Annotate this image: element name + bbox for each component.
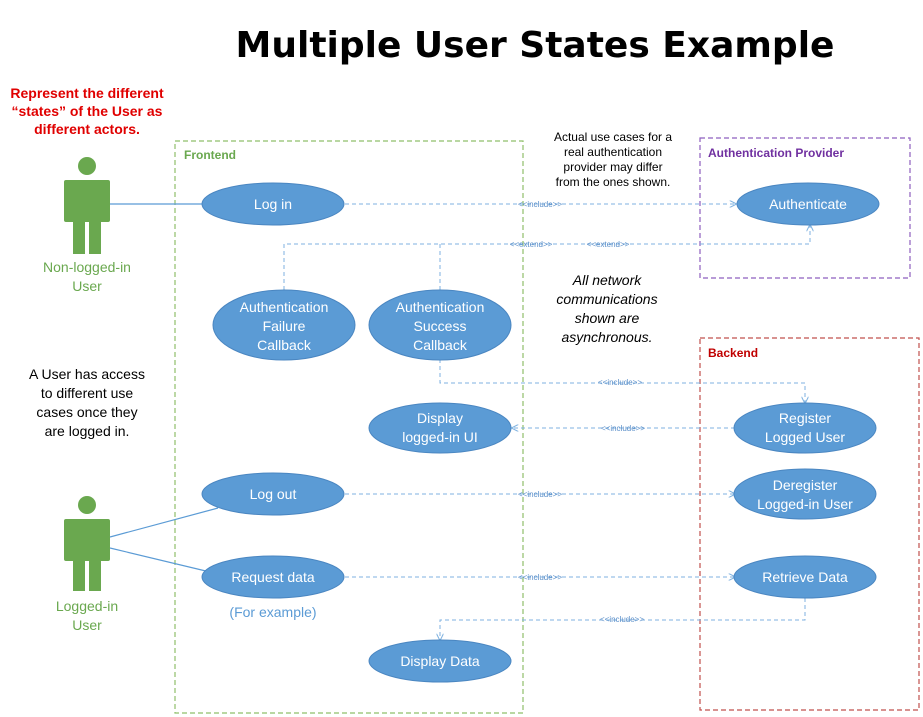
auth-provider-label: Authentication Provider (708, 146, 844, 160)
non-logged-in-user-actor: Non-logged-in User (43, 157, 131, 294)
use-case-label: logged-in UI (402, 429, 478, 445)
network-note: All network communications shown are asy… (556, 272, 657, 345)
person-icon (64, 496, 110, 591)
use-case-register-logged-user[interactable]: Register Logged User (733, 402, 877, 454)
use-case-label: Failure (263, 318, 306, 334)
access-note-line: cases once they (36, 404, 137, 420)
use-case-label: Logged-in User (757, 496, 853, 512)
states-note-line: different actors. (34, 121, 140, 137)
extend-label: <<extend>> (510, 240, 553, 249)
use-case-auth-success-callback[interactable]: Authentication Success Callback (368, 289, 512, 361)
states-note: Represent the different “states” of the … (10, 85, 164, 137)
access-note-line: A User has access (29, 366, 145, 382)
network-note-line: shown are (575, 310, 640, 326)
person-icon (64, 157, 110, 254)
auth-note-line: real authentication (564, 145, 662, 159)
retrieve-include-display-data: <<include>> (440, 598, 806, 640)
include-label: <<include>> (518, 490, 562, 499)
auth-provider-boundary (699, 137, 911, 279)
use-case-deregister-logged-in-user[interactable]: Deregister Logged-in User (733, 468, 877, 520)
use-case-label: Log out (250, 486, 297, 502)
use-case-label: Success (414, 318, 467, 334)
backend-boundary (699, 337, 920, 711)
diagram-title: Multiple User States Example (236, 25, 835, 66)
actor-label: Logged-in (56, 598, 118, 614)
backend-label: Backend (708, 346, 758, 360)
auth-note-line: from the ones shown. (556, 175, 671, 189)
auth-note: Actual use cases for a real authenticati… (554, 130, 672, 189)
for-example-note: (For example) (229, 604, 316, 620)
use-case-label: Request data (231, 569, 314, 585)
register-include-display-ui: <<include>> (512, 424, 735, 433)
actor-label: Non-logged-in (43, 259, 131, 275)
use-case-label: Logged User (765, 429, 846, 445)
access-note-line: to different use (41, 385, 134, 401)
access-note: A User has access to different use cases… (29, 366, 145, 439)
network-note-line: communications (556, 291, 657, 307)
include-label: <<include>> (518, 573, 562, 582)
association-line (109, 507, 219, 538)
use-case-display-data[interactable]: Display Data (368, 639, 512, 683)
include-label: <<include>> (598, 378, 642, 387)
network-note-line: All network (572, 272, 642, 288)
association-line (109, 547, 211, 573)
logout-include-deregister: <<include>> (345, 490, 735, 499)
extend-label: <<extend>> (587, 240, 630, 249)
auth-note-line: Actual use cases for a (554, 130, 672, 144)
network-note-line: asynchronous. (561, 329, 652, 345)
include-label: <<include>> (601, 424, 645, 433)
use-case-label: Retrieve Data (762, 569, 848, 585)
use-case-label: Deregister (773, 477, 838, 493)
use-case-request-data[interactable]: Request data (201, 555, 345, 599)
use-case-label: Log in (254, 196, 292, 212)
use-case-auth-failure-callback[interactable]: Authentication Failure Callback (212, 289, 356, 361)
use-case-label: Callback (257, 337, 312, 353)
auth-note-line: provider may differ (563, 160, 662, 174)
use-case-retrieve-data[interactable]: Retrieve Data (733, 555, 877, 599)
request-include-retrieve: <<include>> (345, 573, 735, 582)
frontend-boundary (174, 140, 524, 714)
logged-in-user-actor: Logged-in User (56, 496, 118, 633)
use-case-log-in[interactable]: Log in (201, 182, 345, 226)
states-note-line: Represent the different (10, 85, 164, 101)
actor-label: User (72, 617, 102, 633)
include-label: <<include>> (600, 615, 644, 624)
auth-success-extend: <<extend>> (439, 240, 630, 290)
login-include-authenticate: <<include>> (345, 200, 736, 209)
use-case-authenticate[interactable]: Authenticate (736, 182, 880, 226)
use-case-display-logged-in-ui[interactable]: Display logged-in UI (368, 402, 512, 454)
use-case-label: Authentication (396, 299, 485, 315)
use-case-label: Authentication (240, 299, 329, 315)
use-case-label: Display Data (400, 653, 480, 669)
frontend-label: Frontend (184, 148, 236, 162)
auth-failure-extend: <<extend>> (283, 225, 810, 290)
include-label: <<include>> (518, 200, 562, 209)
states-note-line: “states” of the User as (12, 103, 163, 119)
use-case-label: Callback (413, 337, 468, 353)
actor-label: User (72, 278, 102, 294)
use-case-label: Register (779, 410, 831, 426)
use-case-label: Authenticate (769, 196, 847, 212)
access-note-line: are logged in. (45, 423, 130, 439)
use-case-label: Display (417, 410, 463, 426)
auth-success-include-register: <<include>> (439, 359, 805, 403)
use-case-log-out[interactable]: Log out (201, 472, 345, 516)
